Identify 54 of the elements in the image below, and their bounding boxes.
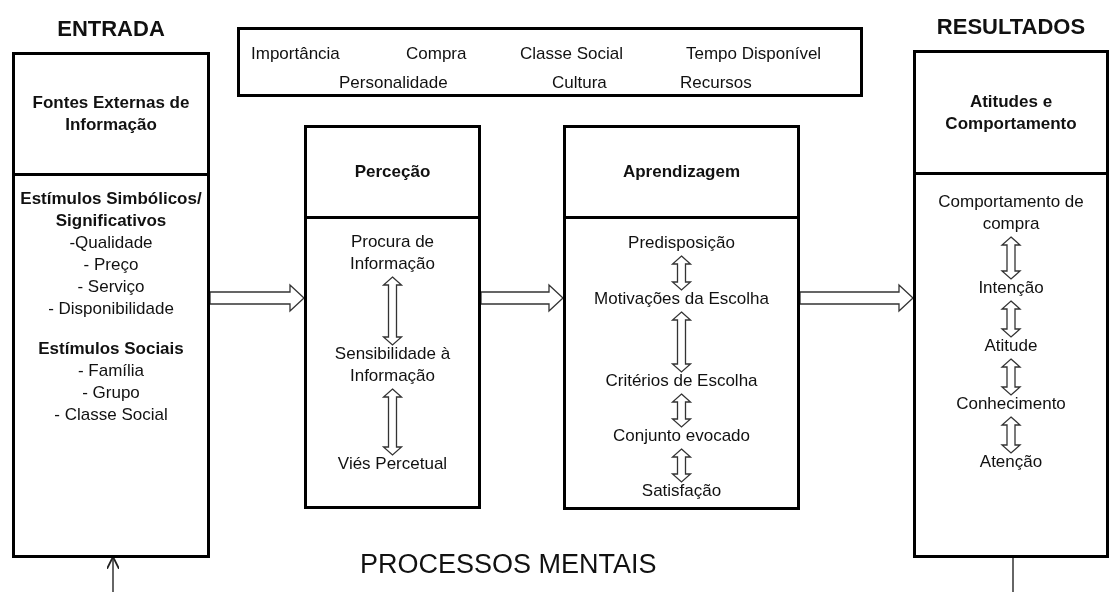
double-arrow — [381, 388, 404, 456]
list-item: -Qualidade — [69, 232, 153, 254]
double-arrow — [670, 393, 693, 428]
section-heading: Atitudes e Comportamento — [944, 90, 1078, 135]
stage-item: Predisposição — [628, 232, 735, 254]
list-item: - Disponibilidade — [48, 298, 174, 320]
stage-item: Viés Percetual — [337, 453, 448, 475]
list-item: - Serviço — [77, 276, 145, 298]
block-arrow — [209, 283, 305, 313]
double-arrow — [1000, 300, 1022, 338]
list-item: - Classe Social — [54, 404, 168, 426]
double-arrow — [381, 276, 404, 346]
factor-text: Personalidade — [339, 72, 448, 94]
double-arrow — [1000, 416, 1022, 454]
block-arrow — [480, 283, 564, 313]
factor-text: Tempo Disponível — [686, 43, 822, 65]
list-item: - Família — [77, 360, 145, 382]
factor-text: Cultura — [552, 72, 607, 94]
stage-box — [304, 125, 481, 509]
feedback-arrow — [106, 555, 120, 592]
double-arrow — [670, 311, 693, 373]
double-arrow — [1000, 358, 1022, 396]
stage-item: Conjunto evocado — [613, 425, 750, 447]
double-arrow — [670, 255, 693, 291]
list-item: - Grupo — [82, 382, 140, 404]
list-item: Estímulos Simbólicos/ Significativos — [19, 188, 203, 232]
stage-item: Satisfação — [641, 480, 722, 502]
stage-item: Procura de Informação — [310, 231, 475, 275]
factor-text: Classe Social — [520, 43, 623, 65]
stage-item: Motivações da Escolha — [594, 288, 769, 310]
feedback-line — [1012, 557, 1014, 592]
stage-item: Critérios de Escolha — [605, 370, 758, 392]
column-heading: ENTRADA — [56, 15, 166, 43]
block-arrow — [799, 283, 914, 313]
stage-item: Atenção — [979, 451, 1043, 473]
column-heading: RESULTADOS — [935, 13, 1087, 41]
factor-text: Recursos — [680, 72, 752, 94]
stage-item: Comportamento de compra — [919, 191, 1103, 235]
double-arrow — [670, 448, 693, 483]
stage-item: Intenção — [978, 277, 1044, 299]
list-item: - Preço — [83, 254, 139, 276]
section-heading: Perceção — [353, 161, 432, 183]
section-heading: Aprendizagem — [621, 161, 742, 183]
factor-text: Importância — [251, 43, 340, 65]
stage-box — [563, 125, 800, 510]
section-heading: Fontes Externas de Informação — [31, 92, 191, 136]
section-caption: PROCESSOS MENTAIS — [360, 548, 657, 580]
factors-box — [237, 27, 863, 97]
factor-text: Compra — [406, 43, 467, 65]
double-arrow — [1000, 236, 1022, 280]
list-item: Estímulos Sociais — [38, 338, 184, 360]
stage-item: Sensibilidade à Informação — [310, 343, 475, 387]
stage-item: Conhecimento — [956, 393, 1066, 415]
stage-item: Atitude — [984, 335, 1038, 357]
